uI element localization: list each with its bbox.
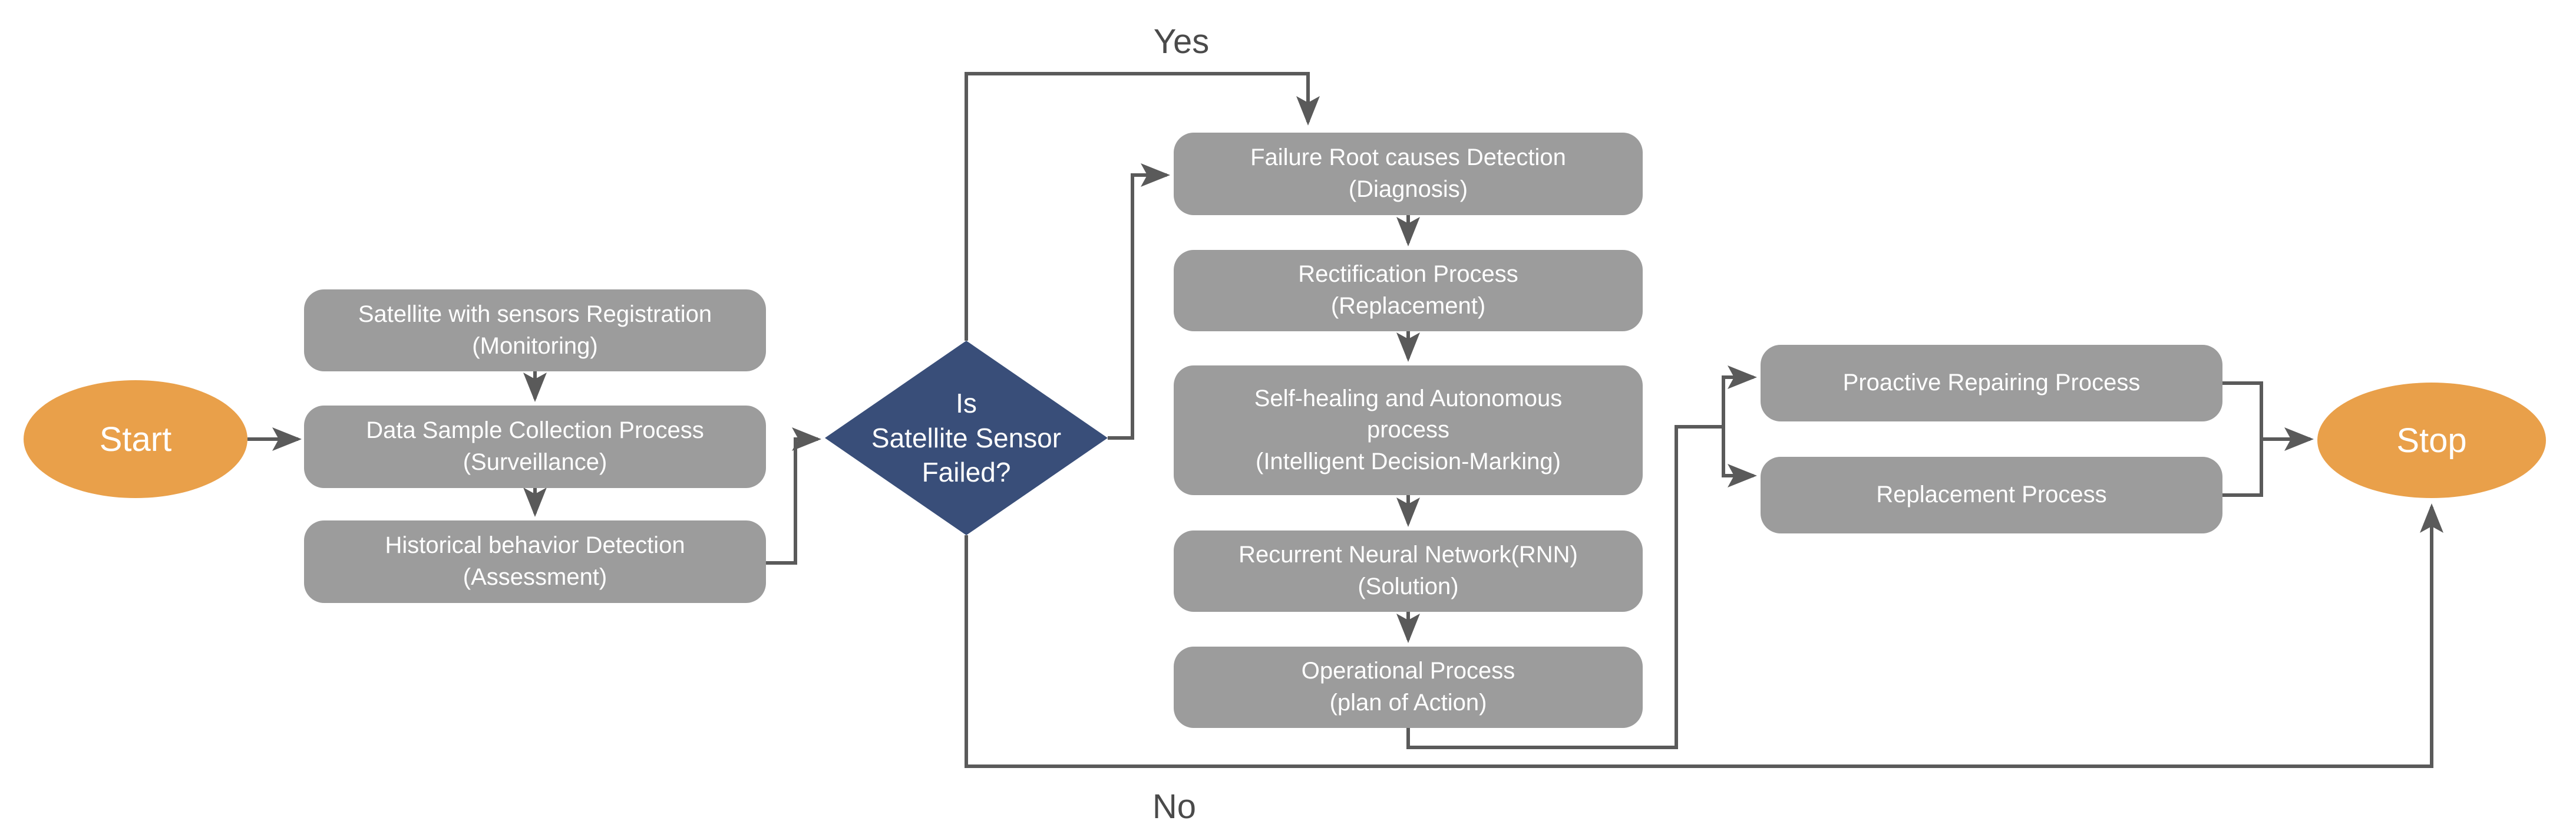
- edge-yes-top-to-failure-root: [965, 72, 1320, 341]
- stop-terminator: Stop: [2317, 383, 2546, 498]
- process-operational: Operational Process (plan of Action): [1174, 647, 1643, 728]
- process-satellite-registration: Satellite with sensors Registration (Mon…: [304, 289, 766, 371]
- edge-historical-to-decision: [766, 427, 821, 565]
- start-terminator: Start: [24, 380, 247, 498]
- edge-decision-right-to-failure-root: [1108, 163, 1170, 440]
- edge-outcomes-join: [2222, 381, 2263, 497]
- process-proactive-repairing: Proactive Repairing Process: [1761, 345, 2222, 421]
- process-historical-behavior: Historical behavior Detection (Assessmen…: [304, 520, 766, 603]
- no-branch-label: No: [1152, 787, 1197, 826]
- process-replacement: Replacement Process: [1761, 457, 2222, 533]
- process-data-sample-collection: Data Sample Collection Process (Surveill…: [304, 406, 766, 488]
- edge-split-to-proactive: [1722, 365, 1757, 427]
- process-failure-root-causes: Failure Root causes Detection (Diagnosis…: [1174, 133, 1643, 215]
- process-self-healing: Self-healing and Autonomous process (Int…: [1174, 365, 1643, 495]
- process-rectification: Rectification Process (Replacement): [1174, 250, 1643, 331]
- edge-operational-to-split: [1406, 425, 1723, 749]
- edge-split-to-replacement: [1722, 427, 1757, 487]
- process-recurrent-neural-network: Recurrent Neural Network(RNN) (Solution): [1174, 530, 1643, 612]
- edge-no-to-stop: [965, 503, 2443, 768]
- yes-branch-label: Yes: [1153, 22, 1210, 61]
